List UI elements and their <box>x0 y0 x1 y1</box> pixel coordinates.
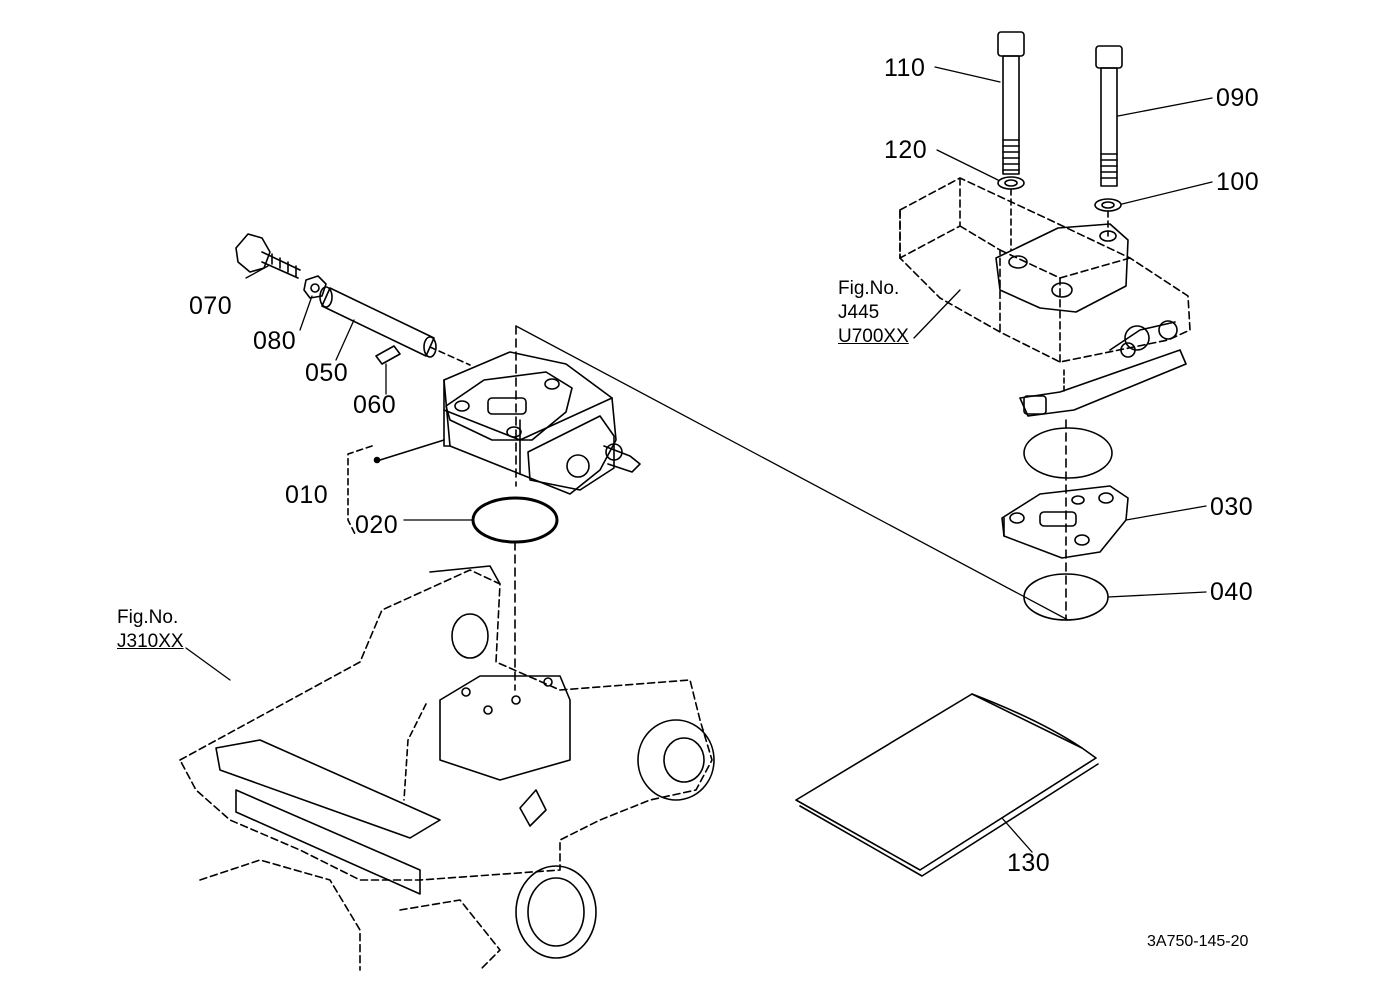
part-label-020: 020 <box>355 511 399 539</box>
washer-120 <box>997 176 1025 190</box>
fig-ref-upper-line3: U700XX <box>838 326 909 347</box>
o-ring-020 <box>471 496 559 544</box>
bolt-110 <box>997 31 1025 175</box>
manual-130 <box>795 693 1099 877</box>
washer-100 <box>1094 198 1122 212</box>
fig-ref-upper: Fig.No. J445 U700XX <box>838 277 909 349</box>
part-label-010: 010 <box>285 481 329 509</box>
part-label-040: 040 <box>1210 578 1254 606</box>
valve-side-010 <box>527 415 641 491</box>
part-label-030: 030 <box>1210 493 1254 521</box>
part-label-050: 050 <box>305 359 349 387</box>
valve-flange-010 <box>445 371 573 441</box>
part-label-100: 100 <box>1216 168 1260 196</box>
valve-body-010 <box>443 351 617 495</box>
bolt-090 <box>1095 45 1123 187</box>
housing-lower <box>179 565 715 971</box>
part-label-130: 130 <box>1007 849 1051 877</box>
valve-block-upper <box>899 177 1191 363</box>
part-label-120: 120 <box>884 136 928 164</box>
valve-knob-upper <box>1109 320 1178 358</box>
part-label-060: 060 <box>353 391 397 419</box>
fig-ref-lower: Fig.No. J310XX <box>117 606 184 654</box>
pin-060 <box>375 345 401 365</box>
part-label-110: 110 <box>884 54 926 82</box>
fig-ref-lower-line1: Fig.No. <box>117 607 179 628</box>
o-ring-upper <box>1023 427 1113 479</box>
knob-screw-070 <box>235 233 301 279</box>
gasket-plate-030 <box>1001 485 1129 559</box>
part-label-090: 090 <box>1216 84 1260 112</box>
nut-080 <box>303 275 327 299</box>
rod-050 <box>319 286 437 358</box>
leader-lines <box>185 66 1213 853</box>
fig-ref-upper-line1: Fig.No. <box>838 278 900 299</box>
part-label-080: 080 <box>253 327 297 355</box>
fig-ref-lower-line2: J310XX <box>117 631 184 652</box>
part-label-070: 070 <box>189 292 233 320</box>
fig-ref-upper-line2: J445 <box>838 302 880 323</box>
lever-arm-upper <box>1019 349 1187 417</box>
drawing-code: 3A750-145-20 <box>1147 933 1249 950</box>
valve-flange-upper <box>995 223 1129 313</box>
